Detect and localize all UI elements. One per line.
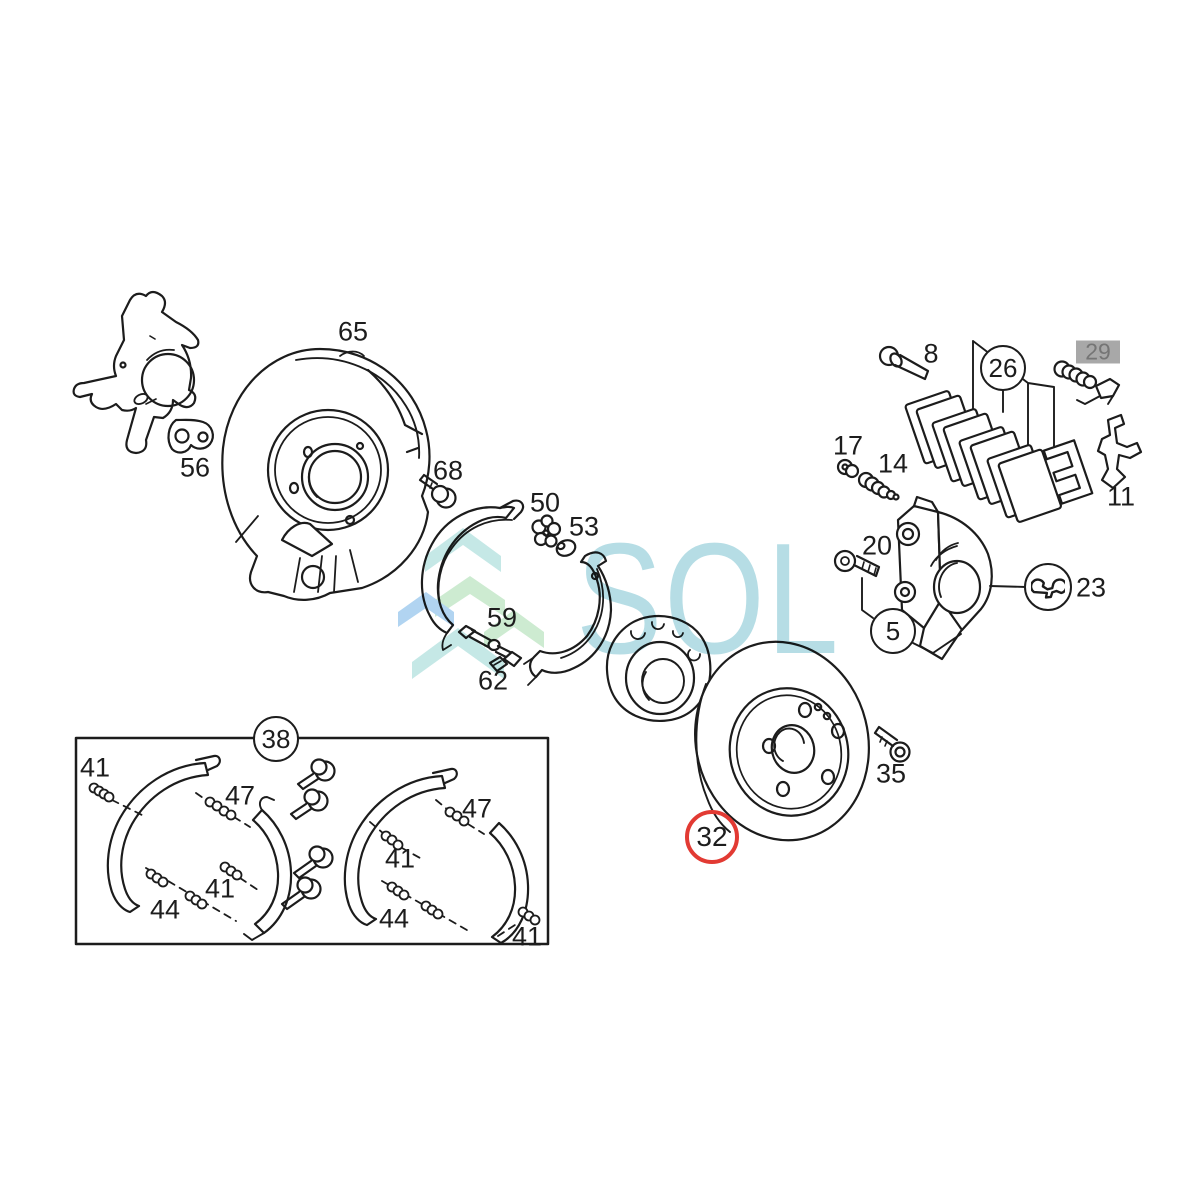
- callout-47b: 47: [461, 793, 493, 824]
- circled-callout-26: 26: [980, 345, 1026, 391]
- callout-41a: 41: [79, 752, 111, 783]
- guide-pin-8: [878, 345, 930, 381]
- callout-38-number: 38: [261, 723, 291, 754]
- shoe-kit-right: [343, 767, 541, 945]
- grease-fitting-14: [857, 471, 900, 501]
- callout-26-number: 26: [988, 352, 1018, 383]
- bleeder-screw-17: [836, 458, 860, 479]
- callout-20: 20: [861, 530, 893, 561]
- callout-59: 59: [486, 602, 518, 633]
- callout-35: 35: [875, 758, 907, 789]
- callout-44a: 44: [149, 894, 181, 925]
- callout-41b: 41: [204, 873, 236, 904]
- bolt-35: [873, 725, 911, 763]
- bracket-part-56: [167, 418, 237, 459]
- wheel-hub: [605, 614, 712, 722]
- callout-68: 68: [432, 455, 464, 486]
- knuckle-casting: [72, 290, 200, 455]
- callout-62: 62: [477, 665, 509, 696]
- circled-callout-38: 38: [253, 716, 299, 762]
- callout-8: 8: [923, 338, 939, 369]
- adjuster-assembly-50: [531, 514, 562, 548]
- shoe-kit-box: [74, 736, 550, 946]
- kit-bolts: [280, 758, 336, 911]
- parking-brake-shoe-right: [523, 551, 613, 686]
- selected-callout-32: 32: [685, 810, 739, 864]
- callout-23: 23: [1075, 572, 1107, 603]
- callout-5-number: 5: [885, 615, 901, 646]
- brake-pad-set: [904, 390, 1094, 523]
- callout-44b: 44: [378, 903, 410, 934]
- highlighted-callout-29: 29: [1076, 338, 1120, 365]
- tool-callout-circle: [1024, 563, 1072, 611]
- callout-53: 53: [568, 511, 600, 542]
- anti-rattle-clip-11: [1096, 413, 1143, 490]
- callout-41c: 41: [384, 843, 416, 874]
- bolt-68: [418, 473, 457, 509]
- callout-32-number: 32: [696, 821, 728, 852]
- brake-caliper: [893, 495, 993, 661]
- callout-29-number: 29: [1085, 338, 1111, 365]
- circled-callout-5: 5: [870, 608, 916, 654]
- callout-65: 65: [337, 316, 369, 347]
- pad-retaining-spring: [1042, 439, 1094, 505]
- callout-41d: 41: [511, 921, 543, 952]
- bolt-20: [833, 549, 881, 578]
- callout-56: 56: [179, 452, 211, 483]
- callout-11: 11: [1106, 481, 1136, 512]
- shoe-kit-left: [88, 754, 293, 941]
- callout-47a: 47: [224, 780, 256, 811]
- leader-lines: [861, 389, 1027, 654]
- callout-17: 17: [832, 430, 864, 461]
- brake-backing-plate: [221, 347, 431, 601]
- wrench-icon: [1031, 578, 1065, 599]
- brake-disc-rotor: [694, 640, 870, 842]
- wear-sensor-29: [1053, 360, 1121, 405]
- callout-50: 50: [529, 487, 561, 518]
- callout-14: 14: [877, 448, 909, 479]
- sleeve-53: [555, 539, 577, 557]
